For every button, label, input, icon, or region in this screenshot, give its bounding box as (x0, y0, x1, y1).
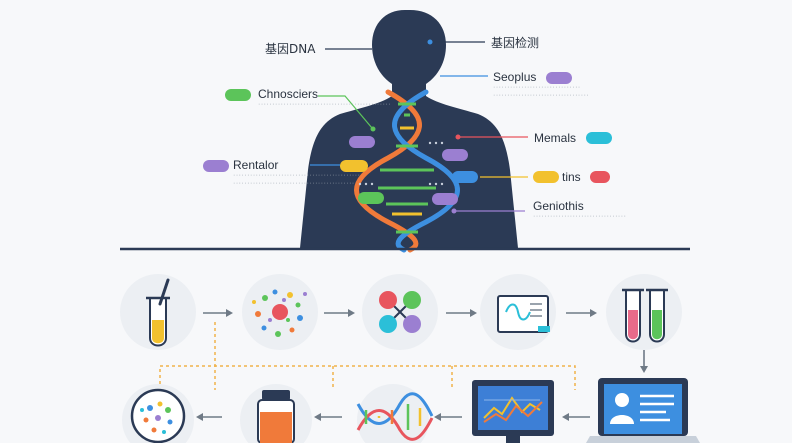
cell-cluster-icon (252, 289, 307, 337)
tins-pill-red (590, 171, 610, 183)
sub-seoplus: ······························· (493, 84, 581, 91)
purple-pill (203, 160, 229, 172)
label-dna-gene: 基因DNA (265, 42, 316, 56)
label-rentalor: Rentalor (233, 158, 279, 172)
sub-rentalor-2: ········································… (233, 180, 355, 187)
document-chart-icon (497, 295, 550, 333)
sub-seoplus-2: ·································· (493, 92, 590, 99)
chest-markers (340, 136, 478, 205)
label-tins: tins (562, 170, 581, 184)
green-pill (225, 89, 251, 101)
row2-arrows (196, 413, 590, 421)
sample-tubes-icon (622, 288, 668, 343)
leader-lines (310, 39, 528, 214)
medicine-jar-icon (257, 390, 295, 443)
memals-pill (586, 132, 612, 144)
dna-strand-icon (356, 392, 434, 441)
row1-arrows (203, 309, 648, 373)
molecule-icon (379, 291, 421, 333)
petri-dish-icon (130, 388, 186, 443)
monitor-chart-icon (472, 380, 554, 443)
sub-chnosciers: ········································… (258, 101, 392, 108)
label-memals: Memals (534, 131, 577, 145)
laptop-profile-icon (586, 378, 700, 443)
sub-rentalor: ········································… (233, 172, 361, 179)
label-genioths: Geniothis (533, 199, 584, 213)
label-seoplus: Seoplus (493, 70, 537, 84)
dashed-connectors (159, 322, 576, 390)
seoplus-pill (546, 72, 572, 84)
tins-pill-yellow (533, 171, 559, 183)
label-chnosciers: Chnosciers (258, 87, 319, 101)
label-gene-test: 基因检测 (491, 36, 540, 50)
chest-dots (358, 141, 444, 186)
sub-genioths: ································· (533, 213, 627, 220)
test-tube-icon (146, 278, 170, 347)
